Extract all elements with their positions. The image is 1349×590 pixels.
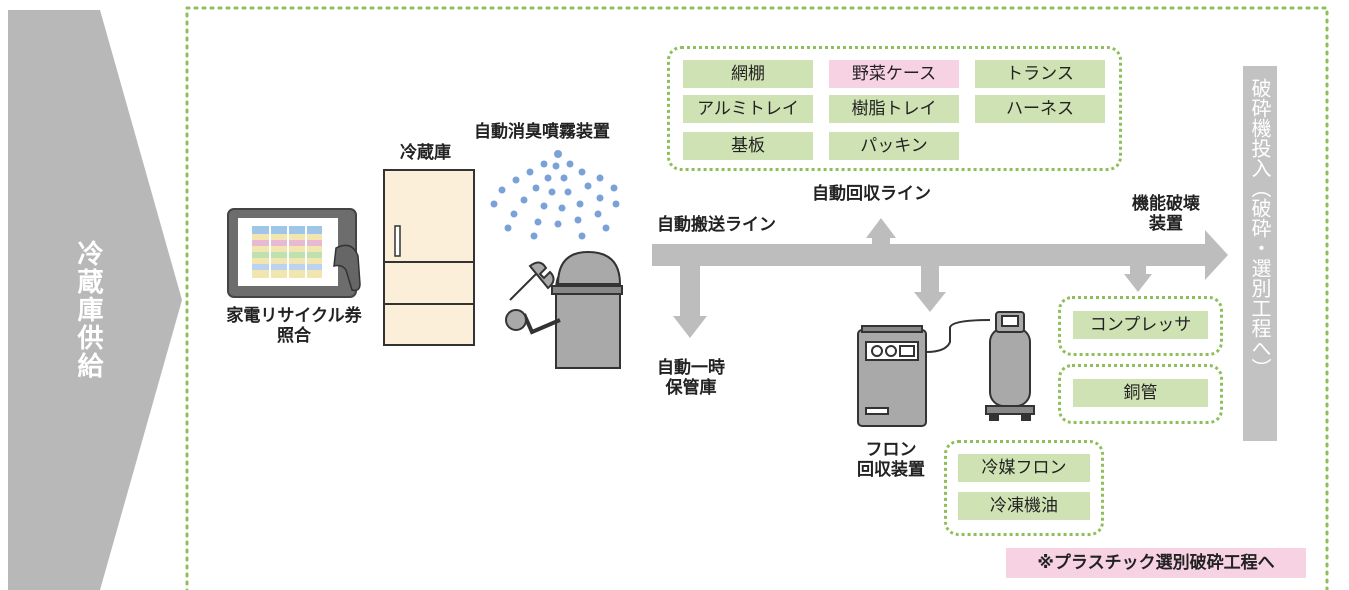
tag-vegetable-case: 野菜ケース bbox=[829, 60, 959, 88]
conveyor-arrow bbox=[652, 218, 1228, 338]
tag-circuit-board: 基板 bbox=[683, 132, 813, 160]
freon-recovery-label: フロン 回収装置 bbox=[846, 440, 936, 480]
tag-copper-pipe: 銅管 bbox=[1073, 379, 1208, 407]
ticket-check-label: 家電リサイクル券 照合 bbox=[214, 306, 374, 346]
tag-compressor: コンプレッサ bbox=[1073, 311, 1208, 339]
tag-refrigerator-oil: 冷凍機油 bbox=[958, 492, 1090, 520]
tag-resin-tray: 樹脂トレイ bbox=[829, 95, 959, 123]
tag-harness: ハーネス bbox=[975, 95, 1105, 123]
recovery-line-label: 自動回収ライン bbox=[812, 184, 931, 204]
destruction-line2: 装置 bbox=[1149, 214, 1183, 234]
spray-icon bbox=[490, 150, 620, 240]
process-frame bbox=[185, 6, 1329, 590]
scanner-icon bbox=[227, 208, 361, 298]
worker-icon bbox=[505, 250, 623, 369]
temp-storage-line2: 保管庫 bbox=[665, 378, 717, 398]
destruction-line1: 機能破壊 bbox=[1132, 194, 1200, 214]
freon-recovery-line1: フロン bbox=[865, 440, 917, 460]
compressor-box bbox=[1058, 296, 1223, 356]
freon-machine-icon bbox=[857, 325, 927, 427]
temp-storage-label: 自動一時 保管庫 bbox=[650, 358, 732, 398]
destruction-label: 機能破壊 装置 bbox=[1116, 194, 1216, 234]
deodorizer-label: 自動消臭噴霧装置 bbox=[474, 122, 610, 142]
tag-transformer: トランス bbox=[975, 60, 1105, 88]
tag-wire-shelf: 網棚 bbox=[683, 60, 813, 88]
refrigerant-box bbox=[944, 440, 1104, 536]
conveyor-label: 自動搬送ライン bbox=[657, 215, 776, 235]
plastic-note: ※プラスチック選別破砕工程へ bbox=[1006, 548, 1306, 578]
ticket-check-line1: 家電リサイクル券 bbox=[226, 306, 362, 326]
freon-hose bbox=[925, 319, 991, 353]
ticket-check-line2: 照合 bbox=[277, 326, 311, 346]
fridge-label: 冷蔵庫 bbox=[400, 143, 451, 163]
freon-recovery-line2: 回収装置 bbox=[857, 460, 925, 480]
copper-pipe-box bbox=[1058, 364, 1223, 424]
supply-label: 冷蔵庫供給 bbox=[73, 240, 103, 380]
gas-cylinder-icon bbox=[985, 311, 1035, 421]
tag-refrigerant-freon: 冷媒フロン bbox=[958, 454, 1090, 482]
process-label: 破砕機投入（破砕・選別工程へ） bbox=[1248, 78, 1272, 378]
refrigerator-icon bbox=[383, 169, 475, 346]
temp-storage-line1: 自動一時 bbox=[657, 358, 725, 378]
process-bar bbox=[1243, 66, 1277, 441]
parts-box bbox=[667, 46, 1122, 171]
tag-gasket: パッキン bbox=[829, 132, 959, 160]
tag-aluminum-tray: アルミトレイ bbox=[683, 95, 813, 123]
supply-chevron bbox=[8, 10, 182, 590]
